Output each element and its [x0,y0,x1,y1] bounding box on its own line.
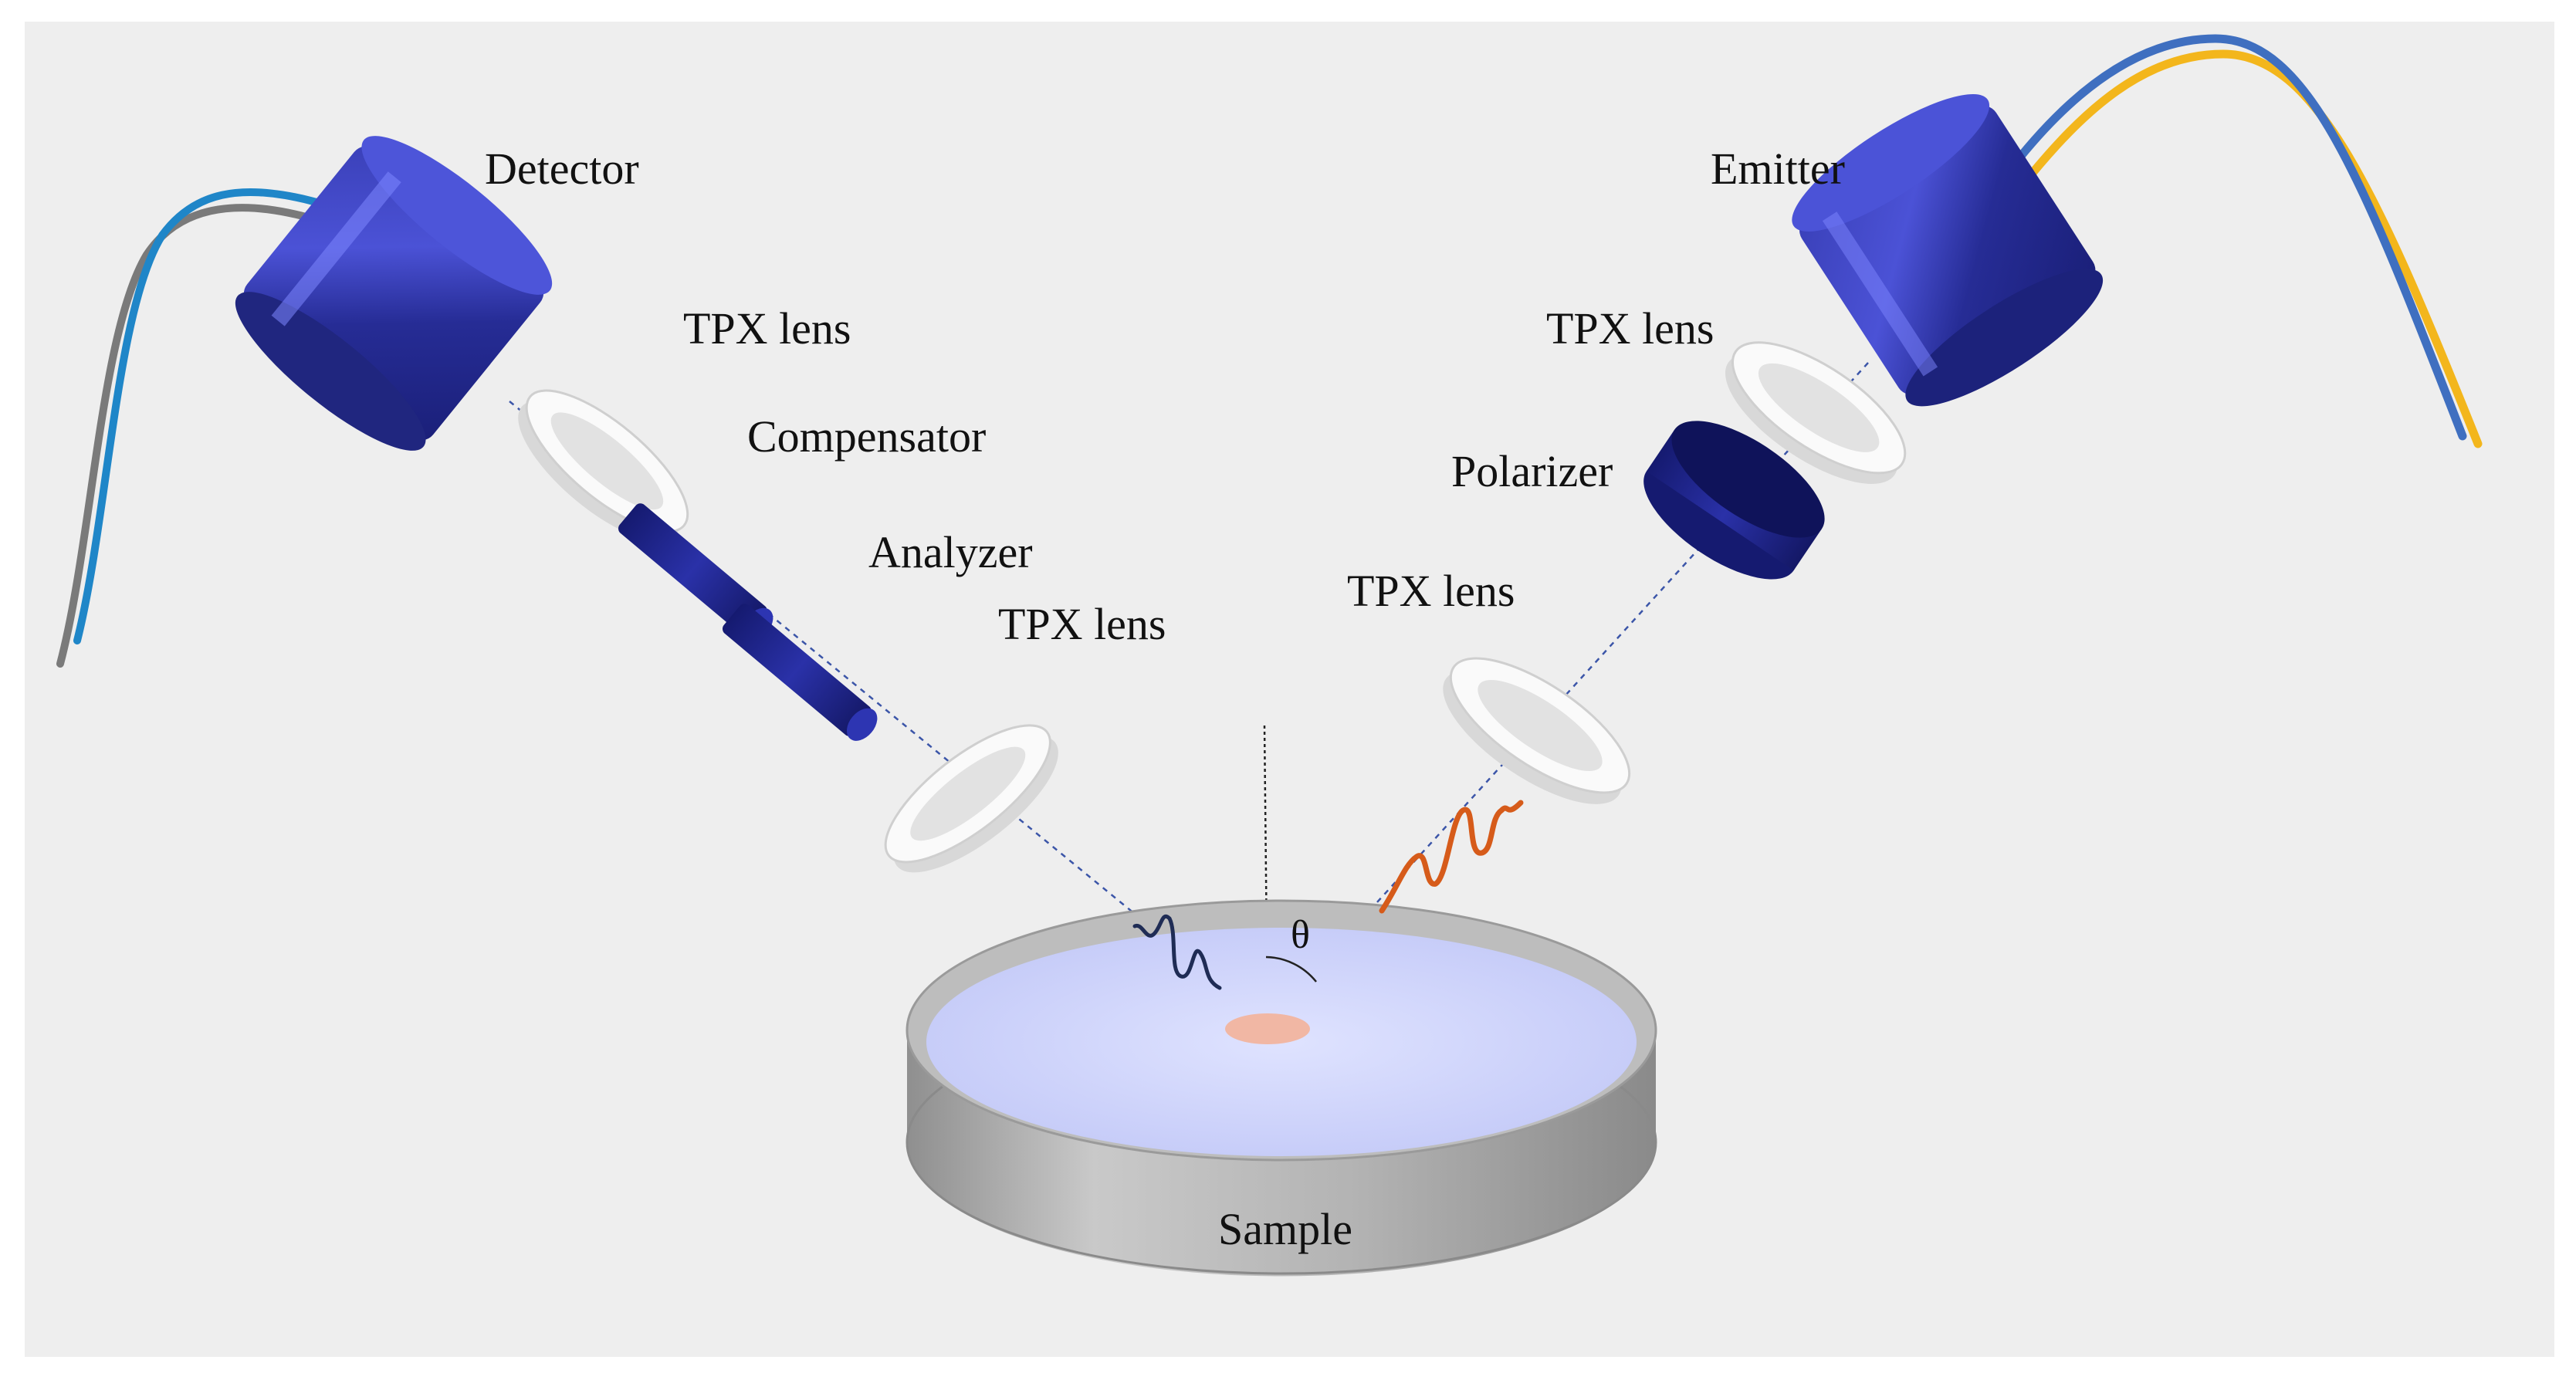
label-analyzer: Analyzer [868,527,1033,577]
tpx-lens-lower-left [884,724,1058,873]
label-emitter: Emitter [1711,144,1845,194]
detector-housing [235,136,553,451]
tpx-lens-lower-right [1443,657,1631,804]
sample-spot [1225,1013,1310,1044]
cable-steel-blue [2002,34,2467,441]
detector-cables [56,188,320,668]
label-compensator: Compensator [747,411,986,462]
label-theta: θ [1291,913,1310,957]
label-sample: Sample [1218,1204,1352,1254]
label-tpx-lens-lower-left: TPX lens [998,599,1166,649]
polarizer-filter [1643,421,1825,580]
label-polarizer: Polarizer [1451,446,1613,496]
cable-gray [56,204,313,668]
sample-dish [905,899,1657,1277]
emitter-housing [1792,94,2104,407]
label-tpx-lens-detector: TPX lens [683,303,851,353]
label-tpx-lens-lower-right: TPX lens [1347,566,1515,616]
label-detector: Detector [485,144,639,194]
tpx-lens-emitter [1725,341,1907,484]
cable-blue [73,188,320,644]
analyzer-filter [723,604,878,741]
label-tpx-lens-emitter: TPX lens [1546,303,1715,353]
emitter-cables [2002,34,2483,448]
reflected-wave [1132,915,1222,990]
angle-arc [1265,956,1317,983]
cable-yellow [2018,49,2483,448]
incident-beam-line [1267,362,1869,1023]
incident-wave [1379,800,1524,914]
